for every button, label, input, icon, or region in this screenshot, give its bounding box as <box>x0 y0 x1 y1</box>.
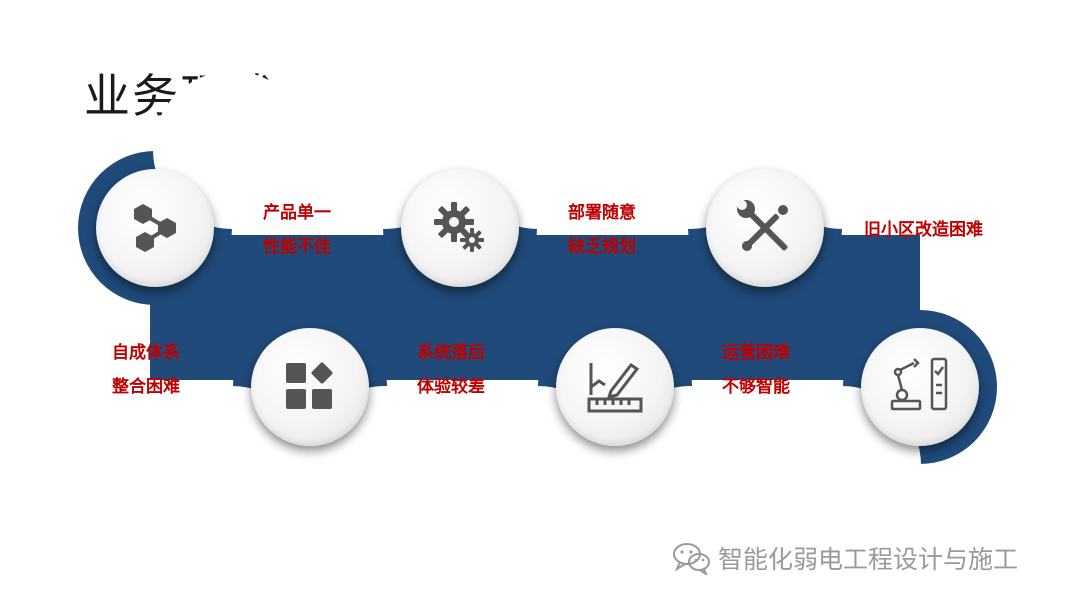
watermark-text: 智能化弱电工程设计与施工 <box>718 545 1019 574</box>
robot-arm-icon <box>890 357 948 411</box>
item-circle-1 <box>96 169 214 287</box>
chart-ruler-icon <box>587 362 643 413</box>
caption-item-6: 运营困难 不够智能 <box>722 336 790 404</box>
apps-grid-icon <box>286 362 333 409</box>
item-circle-3 <box>401 169 519 287</box>
caption-line: 性能不佳 <box>263 237 331 257</box>
item-circle-6 <box>861 328 979 446</box>
caption-line: 系统落后 <box>417 343 485 363</box>
caption-item-3: 部署随意 缺乏规划 <box>568 196 636 264</box>
item-circle-4 <box>556 328 674 446</box>
item-circle-2 <box>251 328 369 446</box>
caption-line: 运营困难 <box>722 343 790 363</box>
watermark: 智能化弱电工程设计与施工 <box>672 540 1018 576</box>
caption-line: 缺乏规划 <box>568 237 636 257</box>
share-nodes-icon <box>134 204 176 252</box>
caption-line: 体验较差 <box>417 377 485 397</box>
caption-line: 产品单一 <box>263 203 331 223</box>
gears-icon <box>434 202 484 252</box>
item-circle-5 <box>706 169 824 287</box>
caption-line: 整合困难 <box>112 377 180 397</box>
caption-item-5: 旧小区改造困难 <box>864 213 983 247</box>
caption-line: 旧小区改造困难 <box>864 220 983 240</box>
caption-line: 部署随意 <box>568 203 636 223</box>
caption-item-4: 系统落后 体验较差 <box>417 336 485 404</box>
caption-line: 自成体系 <box>112 343 180 363</box>
caption-item-2: 自成体系 整合困难 <box>112 336 180 404</box>
wrench-screwdriver-icon <box>737 200 788 251</box>
caption-item-1: 产品单一 性能不佳 <box>263 196 331 264</box>
wechat-icon <box>673 543 710 575</box>
caption-line: 不够智能 <box>722 377 790 397</box>
